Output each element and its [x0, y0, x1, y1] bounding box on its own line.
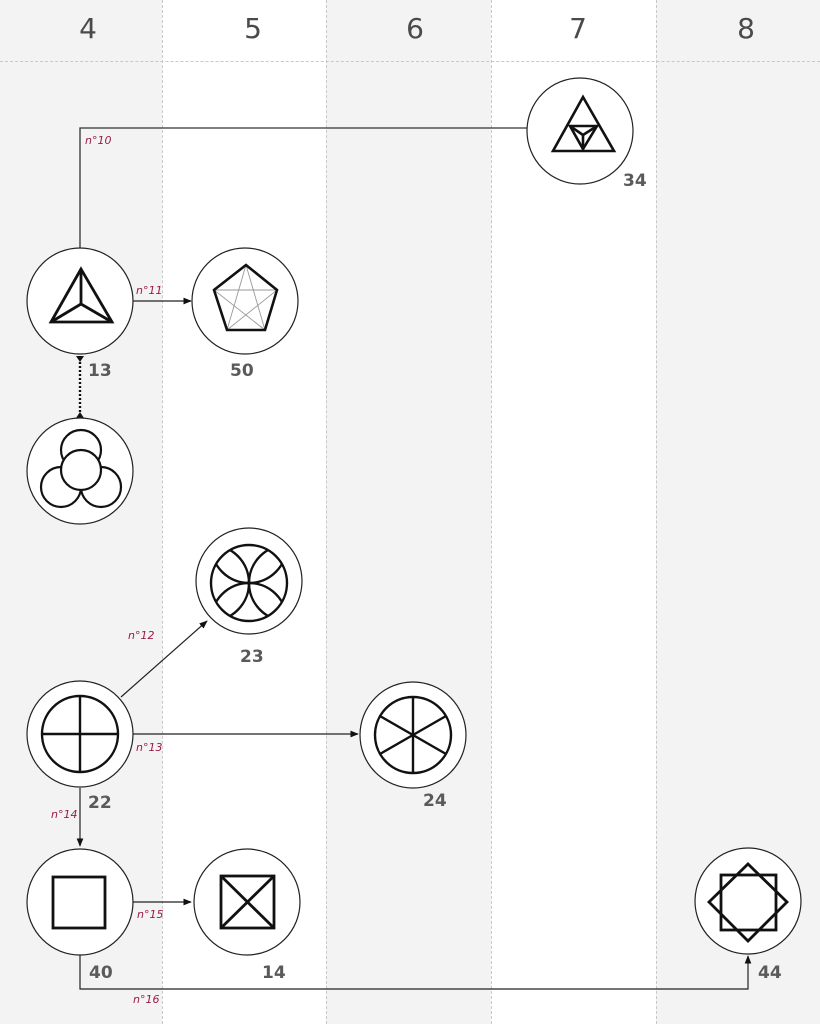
- octagram-icon: [707, 862, 789, 943]
- column-label-4: 4: [79, 12, 97, 45]
- column-label-6: 6: [406, 12, 424, 45]
- node-trefoil[interactable]: [26, 417, 134, 525]
- six-spoke-wheel-icon: [373, 695, 453, 775]
- node-24[interactable]: [359, 681, 467, 789]
- node-id-50: 50: [230, 361, 254, 381]
- column-divider: [491, 0, 492, 1024]
- edge-label-n12: n°12: [128, 629, 155, 642]
- node-id-22: 22: [88, 793, 112, 813]
- column-divider: [656, 0, 657, 1024]
- column-label-5: 5: [244, 12, 262, 45]
- edge-n16[interactable]: [79, 955, 752, 990]
- edge-label-n10: n°10: [85, 134, 112, 147]
- circle-cross-icon: [40, 694, 120, 774]
- edge-label-n16: n°16: [133, 993, 160, 1006]
- node-id-34: 34: [623, 171, 647, 191]
- trefoil-circles-icon: [39, 428, 123, 509]
- arrowhead-icon: [76, 412, 84, 418]
- four-arcs-cross-icon: [209, 543, 289, 623]
- column-divider: [162, 0, 163, 1024]
- node-id-44: 44: [758, 963, 782, 983]
- edge-label-n13: n°13: [136, 741, 163, 754]
- edge-label-n14: n°14: [51, 808, 78, 821]
- node-34[interactable]: [526, 77, 634, 185]
- pentagon-pentagram-icon: [212, 263, 279, 332]
- square-icon: [51, 875, 107, 930]
- node-id-13: 13: [88, 361, 112, 381]
- square-x-icon: [219, 874, 276, 930]
- header-divider: [0, 61, 820, 62]
- node-44[interactable]: [694, 847, 802, 955]
- edge-n10[interactable]: [79, 127, 527, 248]
- column-label-7: 7: [569, 12, 587, 45]
- edge-label-n15: n°15: [137, 908, 164, 921]
- column-label-8: 8: [737, 12, 755, 45]
- column-divider: [326, 0, 327, 1024]
- node-22[interactable]: [26, 680, 134, 788]
- node-id-23: 23: [240, 647, 264, 667]
- node-id-24: 24: [423, 791, 447, 811]
- column-6-bg: [326, 0, 491, 1024]
- node-50[interactable]: [191, 247, 299, 355]
- triangle-in-triangle-icon: [550, 94, 617, 153]
- node-23[interactable]: [173, 507, 325, 659]
- edge-n12[interactable]: [120, 620, 208, 698]
- node-id-14: 14: [262, 963, 286, 983]
- node-id-40: 40: [89, 963, 113, 983]
- edge-dotted-13-trefoil[interactable]: [76, 356, 84, 418]
- tetrahedron-icon: [48, 266, 115, 324]
- node-40[interactable]: [26, 848, 134, 956]
- edge-label-n11: n°11: [136, 284, 163, 297]
- arrowhead-icon: [76, 356, 84, 362]
- node-13[interactable]: [26, 247, 134, 355]
- node-14[interactable]: [193, 848, 301, 956]
